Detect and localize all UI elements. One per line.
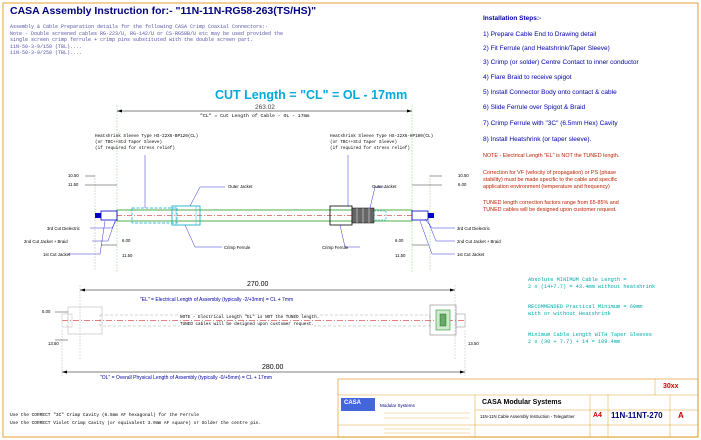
recommended-minimum-block: RECOMMENDED Practical Minimum = 60mm wit… xyxy=(528,304,643,317)
left-connector-outline xyxy=(67,306,103,335)
dim-6-00-left: 6.00 xyxy=(122,238,131,243)
step-item: 4) Flare Braid to receive spigot xyxy=(483,74,572,81)
dim-13-50-right: 13.50 xyxy=(468,341,479,346)
lower-assembly xyxy=(55,285,466,376)
cut-length-subtitle: "CL" = Cut Length of Cable - OL - 17mm xyxy=(200,114,310,119)
taper-sleeve-minimum-block: Minimum Cable Length WITH Taper Sleeves … xyxy=(528,332,652,345)
step-item: 8) Install Heatshrink (or taper sleeve). xyxy=(483,136,592,143)
left-braid-cut xyxy=(100,210,118,221)
step-item: 5) Install Connector Body onto contact &… xyxy=(483,89,617,96)
upper-assembly xyxy=(68,105,455,272)
logo-text: CASA xyxy=(344,400,362,406)
step-item: 2) Fit Ferrule (and Heatshrink/Taper Sle… xyxy=(483,45,610,52)
footer-note-pin: Use the CORRECT Violet Crimp Cavity (or … xyxy=(10,421,262,426)
step-item: 3) Crimp (or solder) Centre Contact to i… xyxy=(483,59,639,66)
third-cut-label-right: 3rd Cut Dielectric xyxy=(457,226,490,231)
left-heatshrink xyxy=(131,207,178,224)
third-cut-label-left: 3rd Cut Dielectric xyxy=(47,226,80,231)
dim-6-00-lower-right: 6.00 xyxy=(395,238,404,243)
outer-jacket-label-right: Outer Jacket xyxy=(372,184,397,189)
page-title: CASA Assembly Instruction for:- "11N-11N… xyxy=(10,5,317,17)
dim-5-00: 5.00 xyxy=(42,309,51,314)
left-crimp-ferrule xyxy=(171,205,201,226)
first-cut-label-right: 1st Cut Jacket xyxy=(457,252,485,257)
second-cut-label-right: 2nd Cut Jacket + Braid xyxy=(457,239,501,244)
dim-13-50-left: 13.50 xyxy=(48,341,59,346)
part-number: 11N-11NT-270 xyxy=(611,411,663,420)
title-block xyxy=(337,378,699,438)
prep-line: single screen crimp ferrule + crimp pins… xyxy=(10,37,254,44)
dim-10-50-left: 10.50 xyxy=(68,173,79,178)
dim-6-00-right: 6.00 xyxy=(458,182,467,187)
paper-size: A4 xyxy=(593,412,602,419)
step-item: 7) Crimp Ferrule with "3C" (6.5mm Hex) C… xyxy=(483,120,618,127)
step-item: 1) Prepare Cable End to Drawing detail xyxy=(483,31,597,38)
electrical-length-label: "EL" = Electrical Length of Assembly (ty… xyxy=(140,297,294,303)
sheet-code: 30xx xyxy=(663,383,679,390)
crimp-ferrule-label-left: Crimp Ferrule xyxy=(224,245,251,250)
dim-263: 263.02 xyxy=(255,104,275,111)
heatshrink-right-label: Heatshrink Sleeve Type HS-22X6-HP100(CL)… xyxy=(330,134,434,151)
vf-correction-note: Correction for VF (velocity of propagati… xyxy=(483,170,618,190)
right-dielectric xyxy=(428,213,434,218)
steps-heading: Installation Steps:- xyxy=(483,15,542,22)
heatshrink-left-label: Heatshrink Sleeve Type HS-22X6-BP120(CL)… xyxy=(95,134,199,151)
drawing-description: 11N-11N Cable Assembly Instruction - Tel… xyxy=(480,414,575,419)
overall-length-label: "OL" = Overall Physical Length of Assemb… xyxy=(100,375,273,381)
company-name: CASA Modular Systems xyxy=(482,399,562,406)
prep-line: 11N-50-3-9/150 (TBL).... xyxy=(10,43,83,50)
revision: A xyxy=(678,411,684,420)
first-cut-label-left: 1st Cut Jacket xyxy=(43,252,71,257)
lower-note-line2: TUNED cables will be designed upon custo… xyxy=(180,322,315,327)
dim-11-50-left: 11.50 xyxy=(68,182,79,187)
el-note: NOTE - Electrical Length "EL" is NOT the… xyxy=(483,153,620,159)
outer-jacket-label-left: Outer Jacket xyxy=(228,184,253,189)
prep-notes: Assembly & Cable Preparation details for… xyxy=(10,24,283,57)
prep-line: Note - Double screened cables RG-223/U, … xyxy=(10,30,284,37)
footer-note-ferrule: Use the CORRECT "3C" Crimp Cavity (6.5mm… xyxy=(10,413,200,418)
dim-270: 270.00 xyxy=(247,281,269,288)
second-cut-label-left: 2nd Cut Jacket + Braid xyxy=(24,239,68,244)
step-item: 6) Slide Ferrule over Spigot & Braid xyxy=(483,104,586,111)
right-braid-cut xyxy=(411,210,429,221)
prep-line: Assembly & Cable Preparation details for… xyxy=(10,24,269,30)
dim-11-50-lower-left: 11.50 xyxy=(122,253,133,258)
dim-11-50-right: 11.50 xyxy=(395,253,406,258)
cut-length-title: CUT Length = "CL" = OL - 17mm xyxy=(215,88,408,102)
absolute-minimum-block: Absolute MINIMUM Cable Length = 2 x (14+… xyxy=(528,277,656,290)
tuned-note: TUNED length correction factors range fr… xyxy=(483,200,619,213)
casa-logo xyxy=(341,398,375,411)
left-dielectric xyxy=(95,213,101,218)
dim-10-50-right: 10.50 xyxy=(458,173,469,178)
crimp-ferrule-label-right: Crimp Ferrule xyxy=(322,245,349,250)
prep-line: 11N-50-3-9/250 (TBL).... xyxy=(10,50,83,57)
dim-280: 280.00 xyxy=(262,364,284,371)
lower-note-line1: NOTE - Electrical Length "EL" is NOT the… xyxy=(180,315,320,320)
logo-subtitle: Modular Systems xyxy=(380,403,415,408)
